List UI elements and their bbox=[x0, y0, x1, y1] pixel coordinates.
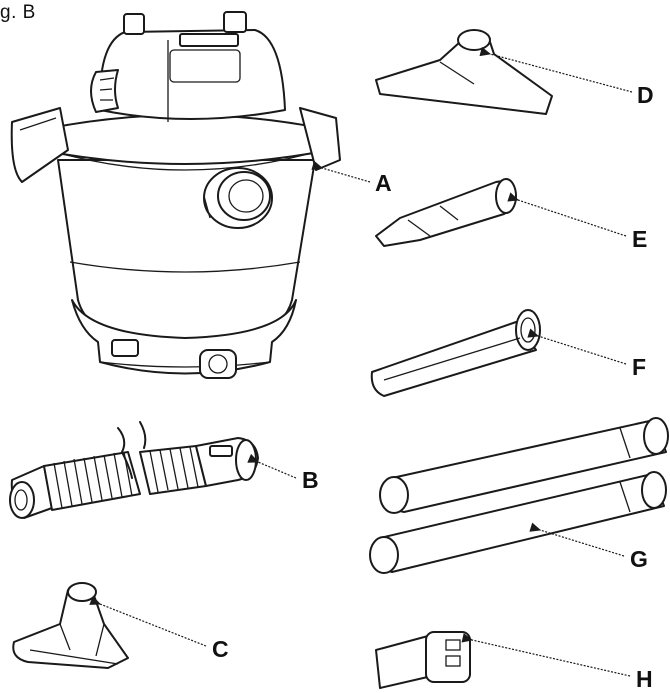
floor-nozzle-drawing bbox=[375, 29, 553, 115]
figure-title: g. B bbox=[0, 2, 36, 23]
callout-a: A bbox=[375, 170, 392, 196]
callout-g: G bbox=[630, 546, 648, 572]
hose-drawing bbox=[9, 421, 259, 519]
callout-h: H bbox=[636, 666, 653, 692]
callout-c: C bbox=[212, 636, 229, 662]
callout-d: D bbox=[637, 82, 654, 108]
shop-vac-drawing bbox=[10, 11, 341, 379]
callout-e: E bbox=[632, 226, 648, 252]
extension-wand-drawing bbox=[370, 309, 541, 397]
callout-f: F bbox=[632, 354, 647, 380]
utility-nozzle-drawing bbox=[12, 582, 129, 669]
extension-wands-drawing bbox=[369, 417, 669, 574]
leader-lines bbox=[89, 46, 633, 677]
crevice-tool-drawing bbox=[375, 178, 517, 247]
adapter-drawing bbox=[375, 631, 471, 689]
callout-b: B bbox=[302, 467, 319, 493]
